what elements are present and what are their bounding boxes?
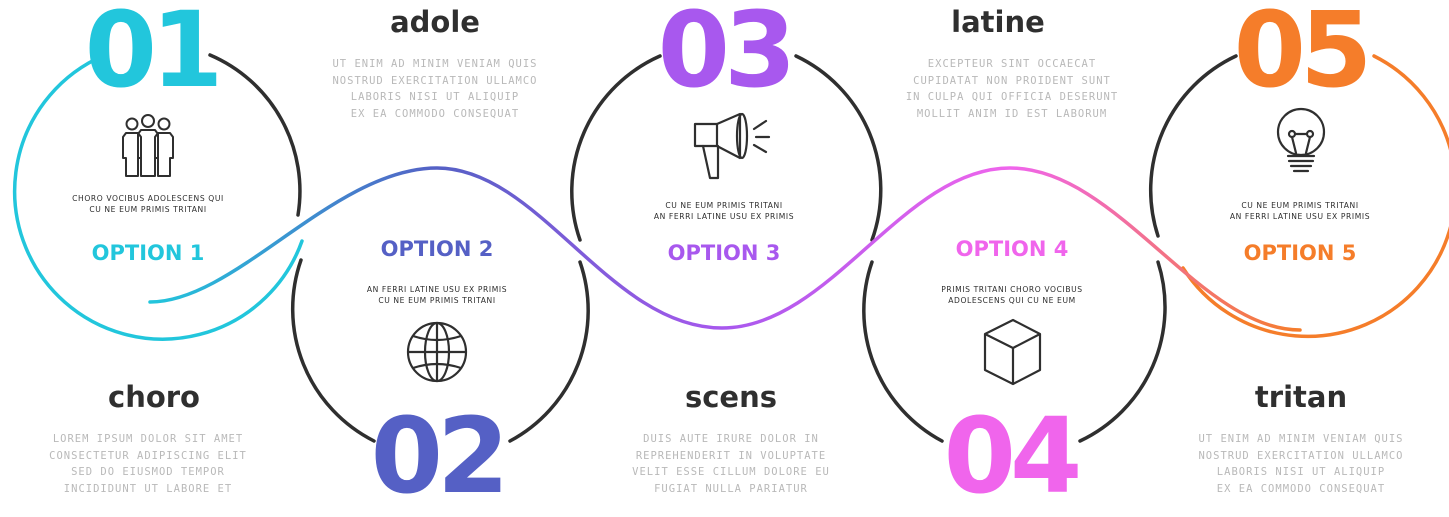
option-1-title: choro bbox=[108, 380, 200, 414]
circle-2 bbox=[290, 258, 590, 443]
option-2-number: 02 bbox=[370, 395, 510, 517]
option-3-text: CU NE EUM PRIMIS TRITANI AN FERRI LATINE… bbox=[653, 201, 795, 221]
option-3-title: scens bbox=[684, 380, 778, 414]
people-icon bbox=[122, 114, 174, 177]
option-5-description: UT ENIM AD MINIM VENIAM QUIS NOSTRUD EXE… bbox=[1198, 433, 1404, 495]
megaphone-icon bbox=[693, 112, 771, 180]
option-5-title: tritan bbox=[1254, 380, 1348, 414]
option-2-text: AN FERRI LATINE USU EX PRIMIS CU NE EUM … bbox=[366, 285, 508, 305]
option-1-text: CHORO VOCIBUS ADOLESCENS QUI CU NE EUM P… bbox=[72, 194, 224, 214]
option-1-number: 01 bbox=[84, 0, 224, 111]
option-5-label: OPTION 5 bbox=[1243, 241, 1357, 265]
circle-3 bbox=[570, 54, 883, 242]
circle-1 bbox=[12, 53, 304, 341]
cube-icon bbox=[983, 318, 1042, 386]
circle-5 bbox=[1148, 54, 1449, 339]
globe-icon bbox=[406, 321, 468, 383]
option-3-label: OPTION 3 bbox=[667, 241, 781, 265]
option-2-description: UT ENIM AD MINIM VENIAM QUIS NOSTRUD EXE… bbox=[332, 58, 538, 120]
option-4-label: OPTION 4 bbox=[955, 237, 1069, 261]
option-3-description: DUIS AUTE IRURE DOLOR IN REPREHENDERIT I… bbox=[632, 433, 830, 495]
lightbulb-icon bbox=[1276, 107, 1326, 173]
circle-4 bbox=[862, 260, 1167, 443]
option-4-description: EXCEPTEUR SINT OCCAECAT CUPIDATAT NON PR… bbox=[905, 58, 1119, 120]
infographic-graphic bbox=[12, 53, 1449, 443]
option-2-title: adole bbox=[390, 5, 480, 39]
connector-wave bbox=[148, 166, 1302, 332]
option-5-number: 05 bbox=[1233, 0, 1373, 111]
option-5-text: CU NE EUM PRIMIS TRITANI AN FERRI LATINE… bbox=[1229, 201, 1371, 221]
option-4-text: PRIMIS TRITANI CHORO VOCIBUS ADOLESCENS … bbox=[941, 285, 1083, 305]
option-4-title: latine bbox=[951, 5, 1045, 39]
option-1-label: OPTION 1 bbox=[91, 241, 205, 265]
option-4-number: 04 bbox=[943, 395, 1083, 517]
option-1-description: LOREM IPSUM DOLOR SIT AMET CONSECTETUR A… bbox=[49, 433, 247, 495]
option-3-number: 03 bbox=[657, 0, 797, 111]
option-2-label: OPTION 2 bbox=[380, 237, 494, 261]
